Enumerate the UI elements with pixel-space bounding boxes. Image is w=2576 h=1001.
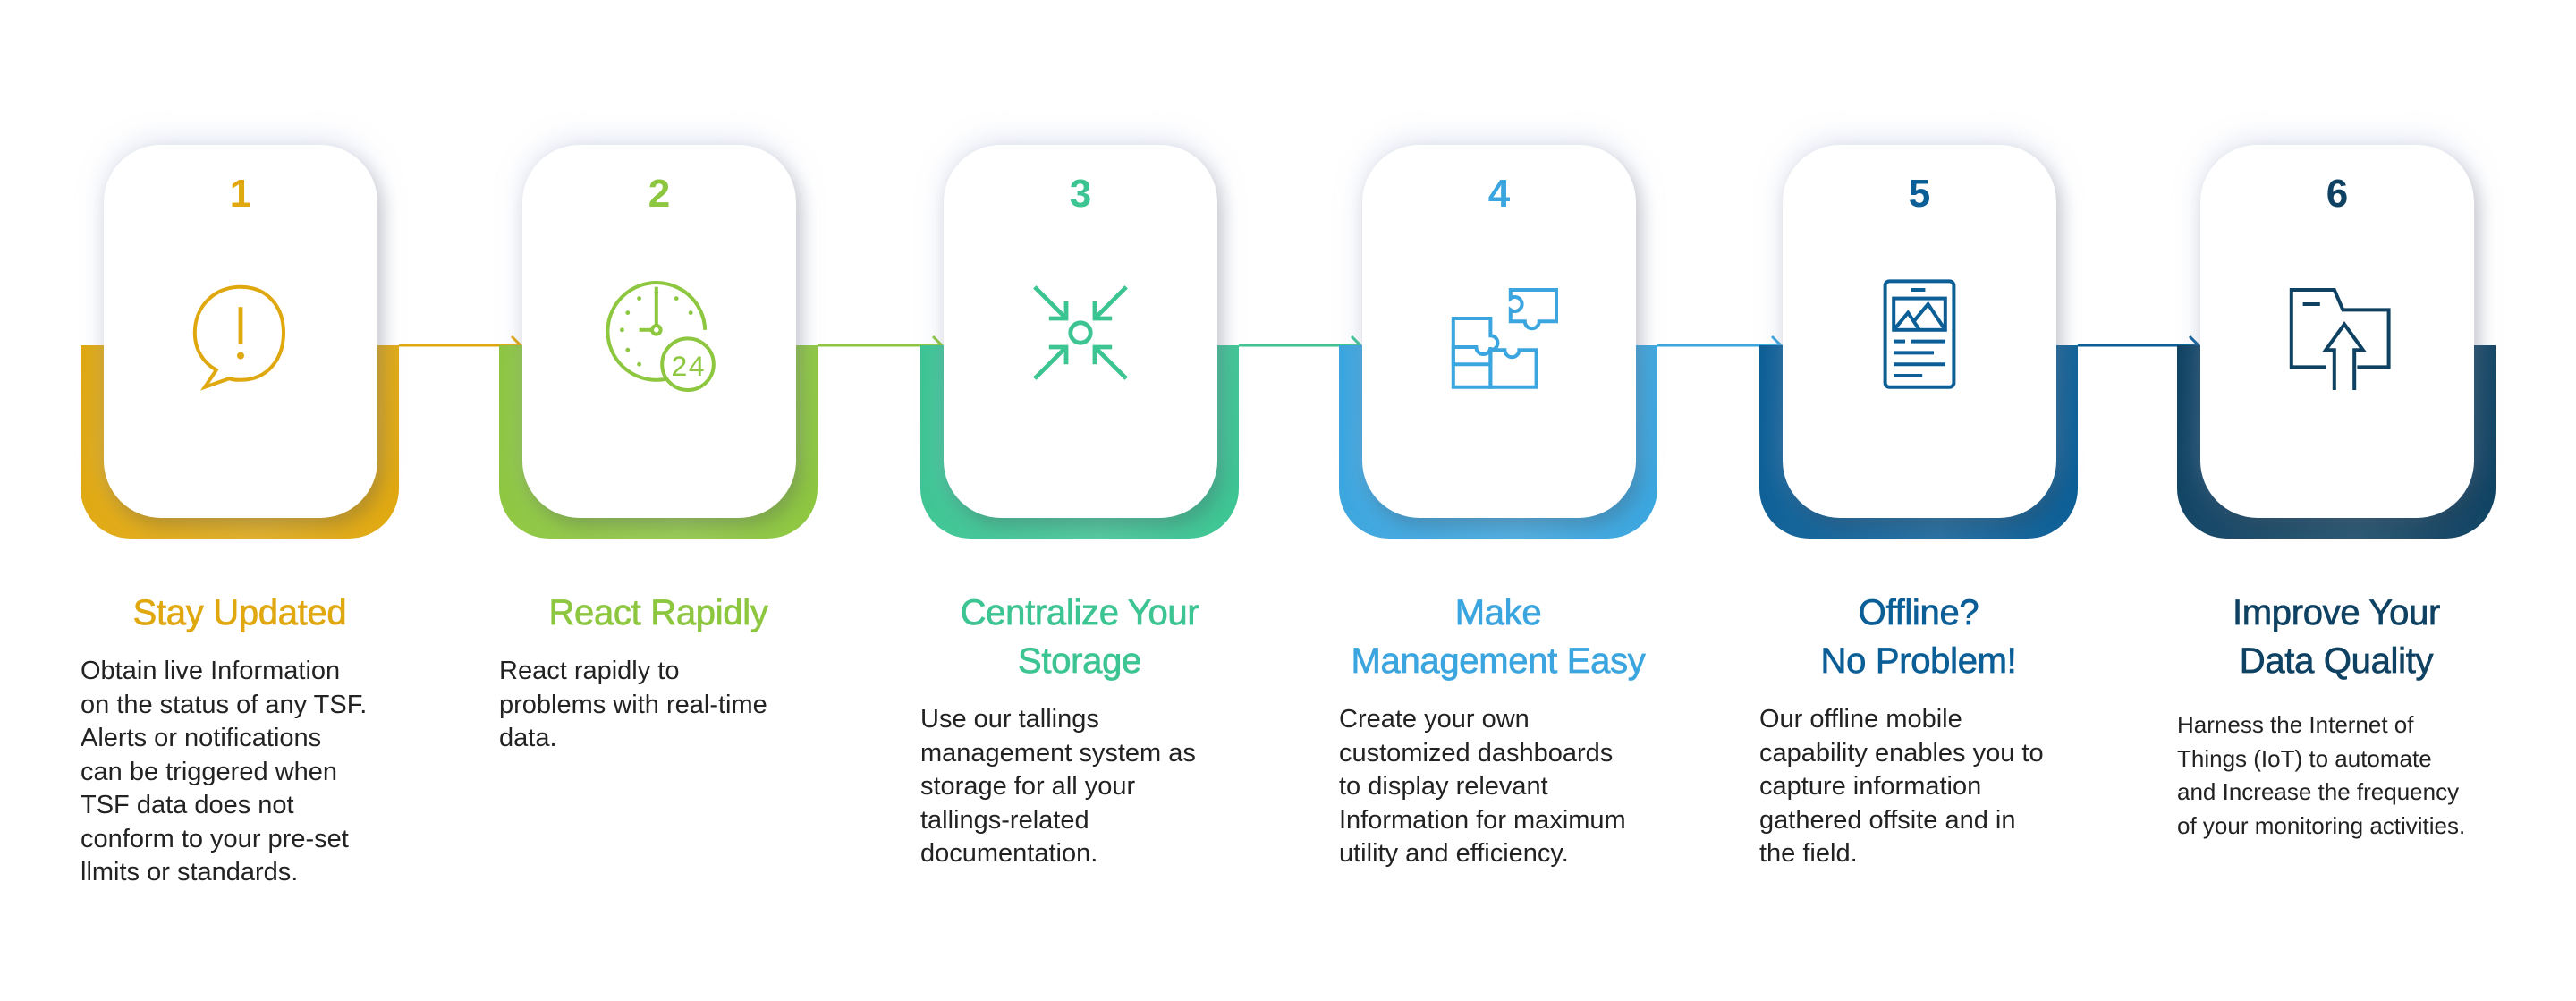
description-line: and Increase the frequency (2177, 778, 2460, 805)
description-line: Use our tallings (920, 705, 1099, 734)
step-number: 1 (229, 172, 252, 216)
description-line: of your monitoring activities. (2177, 811, 2466, 839)
description-line: Our offline mobile (1759, 705, 1962, 734)
description-line: management system as (920, 738, 1196, 768)
step-3-description: Use our tallings management system as stor… (920, 703, 1314, 871)
description-line: TSF data does not (80, 791, 294, 819)
step-1-card: 1 (104, 145, 377, 518)
title-line: No Problem! (1820, 641, 2017, 682)
title-line: Centralize Your (960, 593, 1199, 633)
step-number: 3 (1069, 172, 1092, 216)
step-number: 2 (648, 172, 671, 216)
step-5-description: Our offline mobile capability enables you… (1759, 703, 2153, 871)
title-line: Offline? (1858, 593, 1979, 633)
description-line: customized dashboards (1339, 738, 1614, 768)
description-line: on the status of any TSF. (80, 690, 368, 719)
step-6-description: Harness the Internet of Things (IoT) to a… (2177, 708, 2571, 843)
puzzle-pieces-icon (1451, 288, 1558, 389)
description-line: llmits or standards. (80, 858, 299, 886)
step-number: 6 (2326, 172, 2349, 216)
step-1-title: Stay Updated (80, 589, 399, 637)
title-line: Data Quality (2239, 641, 2434, 682)
step-4-description: Create your own customized dashboards to d… (1339, 703, 1733, 871)
step-4-card: 4 (1362, 145, 1636, 518)
title-line: Storage (1018, 641, 1142, 682)
alert-speech-bubble-icon (192, 284, 286, 391)
step-3-card: 3 (944, 145, 1217, 518)
description-line: can be triggered when (80, 757, 337, 786)
mobile-document-icon (1883, 279, 1956, 389)
title-line: Make (1454, 593, 1542, 633)
step-5-title: Offline? No Problem! (1759, 589, 2078, 685)
step-2-card: 2 24 (522, 145, 796, 518)
step-number: 5 (1908, 172, 1931, 216)
step-2-description: React rapidly to problems with real-time d… (499, 655, 893, 756)
description-line: documentation. (920, 839, 1098, 868)
step-5-card: 5 (1783, 145, 2056, 518)
description-line: gathered offsite and in (1759, 805, 2016, 835)
clock-24-icon: 24 (606, 281, 716, 392)
description-line: capability enables you to (1759, 738, 2044, 768)
description-line: Harness the Internet of (2177, 711, 2414, 738)
description-line: the field. (1759, 839, 1858, 868)
description-line: Information for maximum (1339, 805, 1626, 835)
svg-text:24: 24 (671, 352, 705, 385)
step-6-card: 6 (2200, 145, 2474, 518)
step-1-description: Obtain live Information on the status of … (80, 655, 474, 890)
step-2-title: React Rapidly (499, 589, 818, 637)
description-line: tallings-related (920, 805, 1089, 835)
centralize-arrows-icon (1033, 285, 1128, 380)
description-line: problems with real-time (499, 690, 767, 719)
title-line: Stay Updated (132, 593, 347, 633)
description-line: data. (499, 724, 557, 752)
title-line: React Rapidly (548, 593, 768, 633)
description-line: Things (IoT) to automate (2177, 744, 2432, 772)
description-line: Obtain live Information (80, 657, 341, 685)
description-line: storage for all your (920, 772, 1136, 801)
folder-upload-icon (2289, 288, 2391, 390)
title-line: Management Easy (1351, 641, 1646, 682)
description-line: capture information (1759, 772, 1982, 801)
step-number: 4 (1487, 172, 1511, 216)
description-line: to display relevant (1339, 772, 1548, 801)
description-line: conform to your pre-set (80, 824, 349, 853)
description-line: React rapidly to (499, 657, 680, 685)
description-line: utility and efficiency. (1339, 839, 1569, 868)
description-line: Alerts or notifications (80, 724, 322, 752)
description-line: Create your own (1339, 705, 1530, 734)
title-line: Improve Your (2232, 593, 2441, 633)
